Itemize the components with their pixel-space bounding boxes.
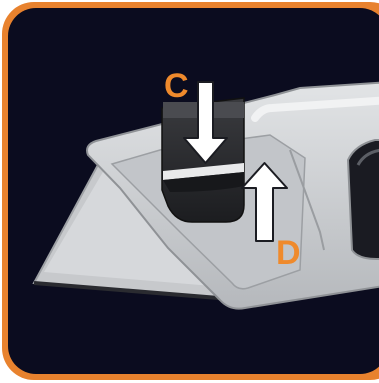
down-arrow-icon	[183, 81, 228, 164]
grip-ridge	[251, 96, 379, 122]
release-button	[161, 97, 245, 223]
grip-groove	[346, 139, 379, 260]
up-arrow-icon	[241, 162, 288, 242]
label-c: C	[164, 67, 189, 105]
label-d: D	[276, 234, 301, 272]
grip-ridge-2	[289, 149, 325, 251]
grip-groove-highlight	[356, 148, 379, 166]
blade-edge	[33, 281, 244, 302]
